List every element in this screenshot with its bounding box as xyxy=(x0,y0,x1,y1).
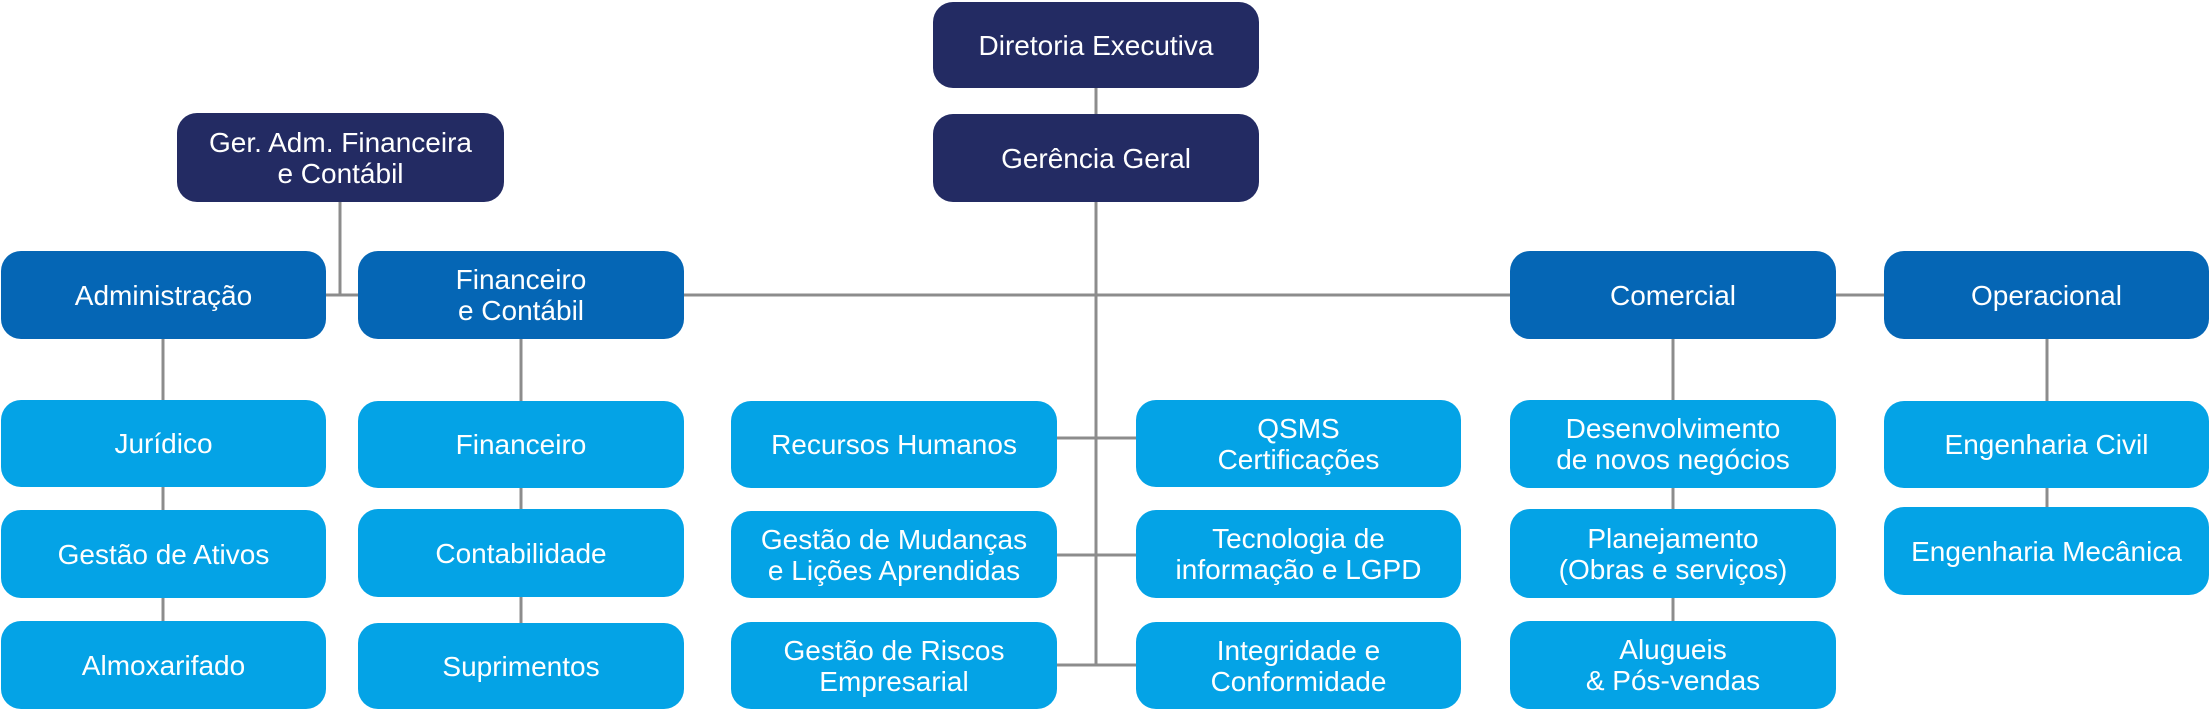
org-box-comercial: Comercial xyxy=(1510,251,1836,339)
org-box-label: Tecnologia de informação e LGPD xyxy=(1175,523,1422,585)
org-box-ger-adm-financeira: Ger. Adm. Financeira e Contábil xyxy=(177,113,504,202)
org-box-juridico: Jurídico xyxy=(1,400,326,487)
org-box-label: Alugueis & Pós-vendas xyxy=(1585,634,1761,696)
org-box-suprimentos: Suprimentos xyxy=(358,623,684,709)
org-box-contabilidade: Contabilidade xyxy=(358,509,684,597)
org-box-label: Recursos Humanos xyxy=(771,429,1017,460)
org-box-label: Planejamento (Obras e serviços) xyxy=(1558,522,1788,585)
org-box-label: Gestão de Ativos xyxy=(57,538,270,570)
org-box-alugueis: Alugueis & Pós-vendas xyxy=(1510,621,1836,709)
org-box-label: Administração xyxy=(74,279,253,311)
org-box-label: Engenharia Mecânica xyxy=(1911,535,2182,567)
org-box-label: Engenharia Civil xyxy=(1944,429,2149,460)
org-box-label: Jurídico xyxy=(114,428,213,459)
org-box-label: Financeiro xyxy=(455,429,587,460)
org-box-label: Diretoria Executiva xyxy=(978,29,1214,61)
org-box-label: Contabilidade xyxy=(435,537,607,569)
org-box-label: Ger. Adm. Financeira e Contábil xyxy=(208,126,472,189)
org-box-gerencia-geral: Gerência Geral xyxy=(933,114,1259,202)
org-box-gestao-riscos: Gestão de Riscos Empresarial xyxy=(731,622,1057,709)
org-box-integridade: Integridade e Conformidade xyxy=(1136,622,1461,709)
org-box-tecnologia: Tecnologia de informação e LGPD xyxy=(1136,510,1461,598)
org-box-financeiro-contabil: Financeiro e Contábil xyxy=(358,251,684,339)
org-box-gestao-mudancas: Gestão de Mudanças e Lições Aprendidas xyxy=(731,511,1057,598)
org-box-label: Gestão de Mudanças e Lições Aprendidas xyxy=(760,523,1028,586)
org-box-label: QSMS Certificações xyxy=(1217,412,1380,475)
org-box-administracao: Administração xyxy=(1,251,326,339)
org-box-label: Almoxarifado xyxy=(81,649,246,681)
org-box-qsms: QSMS Certificações xyxy=(1136,400,1461,487)
org-box-label: Financeiro e Contábil xyxy=(455,264,587,326)
org-box-label: Integridade e Conformidade xyxy=(1210,634,1387,697)
org-box-label: Gestão de Riscos Empresarial xyxy=(783,634,1005,697)
org-box-recursos-humanos: Recursos Humanos xyxy=(731,401,1057,488)
org-box-label: Operacional xyxy=(1971,279,2122,311)
org-box-diretoria-executiva: Diretoria Executiva xyxy=(933,2,1259,88)
org-box-desenvolvimento: Desenvolvimento de novos negócios xyxy=(1510,400,1836,488)
org-box-almoxarifado: Almoxarifado xyxy=(1,621,326,709)
org-box-operacional: Operacional xyxy=(1884,251,2209,339)
org-box-financeiro: Financeiro xyxy=(358,401,684,488)
org-box-planejamento: Planejamento (Obras e serviços) xyxy=(1510,509,1836,598)
org-box-gestao-ativos: Gestão de Ativos xyxy=(1,510,326,598)
org-box-label: Desenvolvimento de novos negócios xyxy=(1556,413,1790,475)
org-box-engenharia-civil: Engenharia Civil xyxy=(1884,401,2209,488)
org-box-label: Suprimentos xyxy=(442,650,600,682)
org-box-engenharia-mecanica: Engenharia Mecânica xyxy=(1884,507,2209,595)
org-box-label: Gerência Geral xyxy=(1001,142,1191,174)
org-box-label: Comercial xyxy=(1609,279,1737,311)
